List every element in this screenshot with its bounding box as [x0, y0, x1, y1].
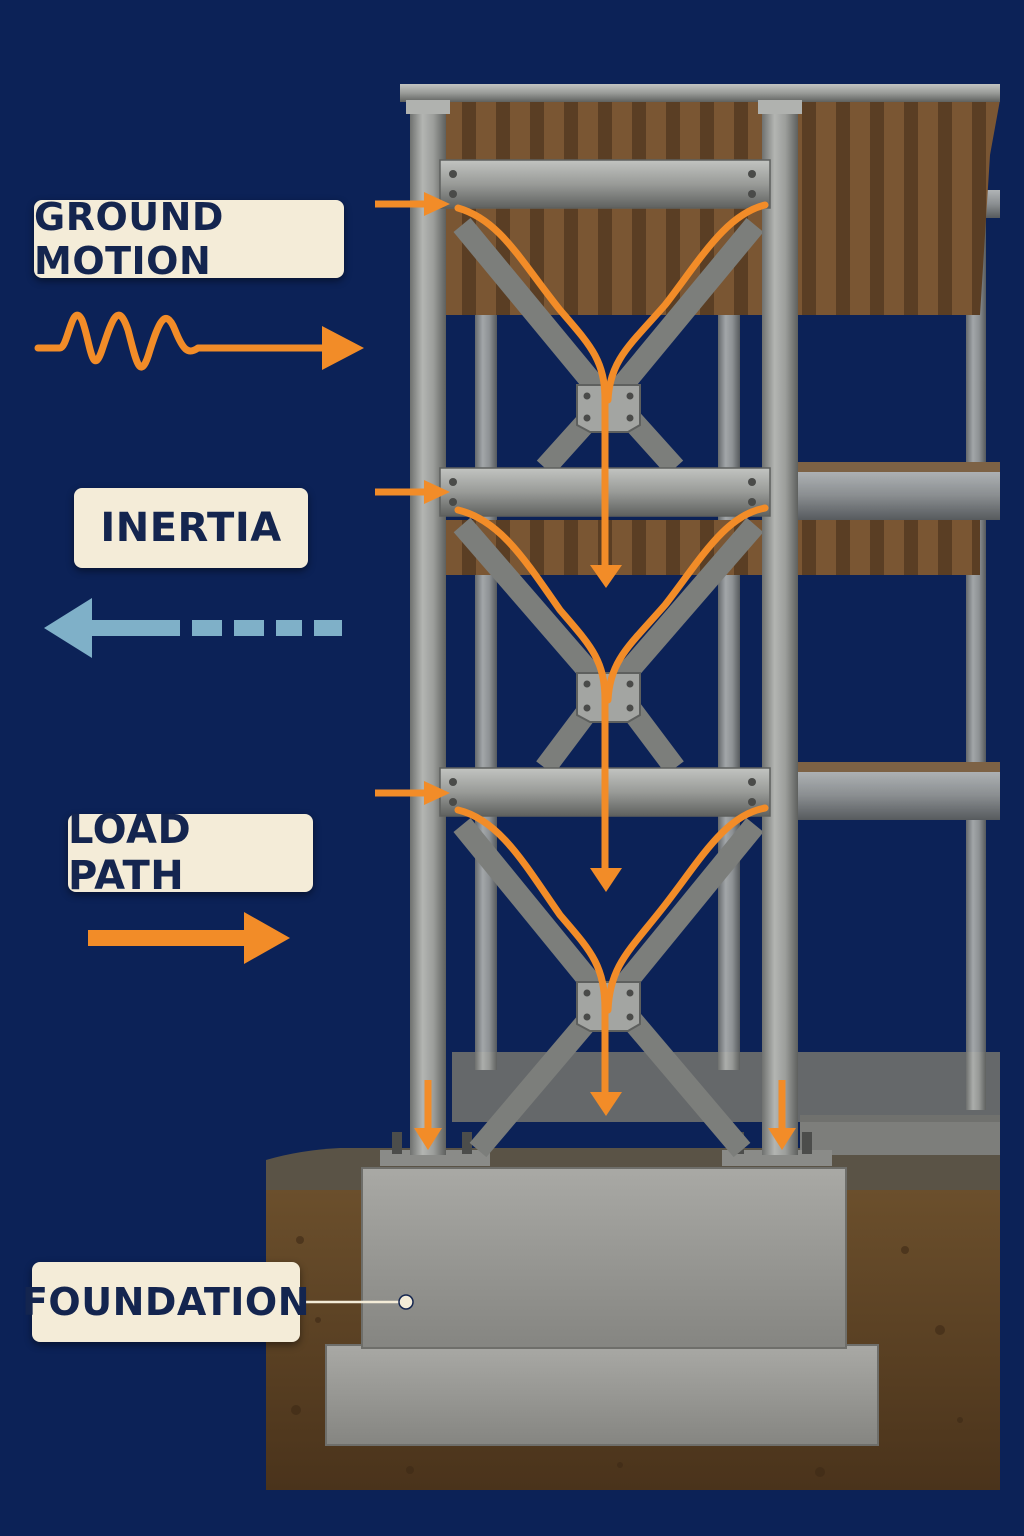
side-deck-edge-2 — [790, 462, 1000, 472]
front-columns — [406, 100, 802, 1155]
lateral-arrowhead-level-1 — [424, 781, 450, 805]
column-left — [410, 100, 446, 1155]
foundation-label: FOUNDATION — [22, 1262, 310, 1342]
side-beam-2 — [790, 470, 1000, 520]
ground-motion-label: GROUND MOTION — [34, 195, 344, 283]
load-path-arrowheads — [590, 565, 622, 1116]
column-right-cap — [758, 100, 802, 114]
load-path-label: LOAD PATH — [68, 807, 313, 899]
brace-1a — [453, 217, 614, 406]
lateral-arrowhead-roof — [424, 192, 450, 216]
wave-arrow-right-icon — [34, 311, 364, 371]
lateral-force-arrows — [375, 192, 450, 805]
foundation-block — [325, 1132, 879, 1446]
column-load-arrowhead-left — [414, 1128, 442, 1150]
x-bracing — [453, 217, 764, 1158]
load-path-curve-2a — [454, 506, 609, 884]
load-path-flow — [454, 201, 769, 1104]
brace-2b — [603, 517, 764, 698]
ground-motion-label-text: GROUND MOTION — [34, 195, 224, 283]
brace-2d — [621, 701, 684, 775]
side-beam-3 — [790, 770, 1000, 820]
foundation-label-text: FOUNDATION — [21, 1280, 311, 1324]
inertia-label: INERTIA — [74, 488, 308, 568]
brace-1b — [603, 217, 764, 406]
lateral-arrowhead-level-2 — [424, 480, 450, 504]
brace-2a — [453, 517, 614, 698]
soil-specks — [291, 1236, 963, 1477]
front-beams — [439, 159, 771, 817]
load-path-curve-2b — [604, 504, 769, 704]
gusset-bolts — [583, 392, 634, 1021]
brace-3b — [603, 818, 764, 1007]
load-arrowhead-1 — [590, 565, 622, 588]
foundation-leader — [298, 1294, 414, 1310]
beam-connection-bolts — [449, 170, 756, 806]
leader-dot — [398, 1294, 414, 1310]
rear-column-3 — [966, 200, 986, 1110]
inertia-label-text: INERTIA — [100, 505, 282, 551]
rear-column-1 — [475, 300, 497, 1070]
roof-edge — [400, 84, 1000, 102]
column-load-arrows — [414, 1080, 796, 1150]
dashed-arrow-left-icon — [44, 598, 342, 658]
brace-3a — [453, 818, 614, 1007]
arrow-right-icon — [88, 912, 290, 964]
load-path-curve-3a — [454, 806, 609, 1104]
footing-base — [325, 1344, 879, 1446]
rear-column-2 — [718, 300, 740, 1070]
column-load-arrowhead-right — [768, 1128, 796, 1150]
load-path-curve-1a — [454, 204, 609, 569]
beam-roof — [439, 159, 771, 209]
load-path-curve-1b — [604, 201, 769, 404]
brace-3d — [621, 1010, 751, 1158]
load-arrowhead-3 — [590, 1092, 622, 1116]
pier-cap — [361, 1167, 847, 1349]
column-right — [762, 100, 798, 1155]
brace-3c — [469, 1010, 599, 1158]
load-path-label-text: LOAD PATH — [68, 807, 192, 899]
load-path-curve-3b — [604, 804, 769, 1014]
side-deck-edge-3 — [790, 762, 1000, 772]
column-left-cap — [406, 100, 450, 114]
load-arrowhead-2 — [590, 868, 622, 892]
